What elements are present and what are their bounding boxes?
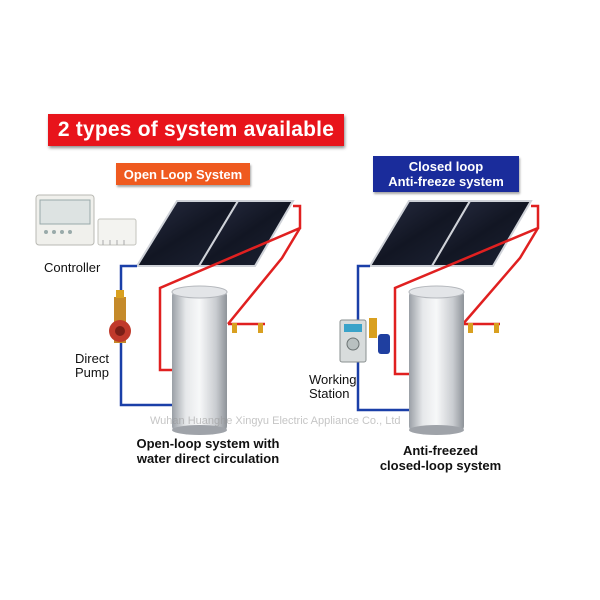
open-loop-caption-line1: Open-loop system with bbox=[136, 436, 280, 451]
pump-label-line1: Direct bbox=[75, 351, 109, 366]
controller-label: Controller bbox=[44, 260, 101, 275]
open-loop-label: Open Loop System bbox=[116, 163, 250, 185]
closed-loop-caption-line2: closed-loop system bbox=[379, 458, 502, 473]
system-types-banner: 2 types of system available bbox=[48, 114, 344, 146]
open-loop-caption: Open-loop system with water direct circu… bbox=[128, 436, 288, 466]
closed-loop-caption: Anti-freezed closed-loop system bbox=[368, 443, 513, 473]
closed-loop-label: Closed loop Anti-freeze system bbox=[373, 156, 519, 192]
station-label: Working Station bbox=[309, 373, 356, 401]
closed-loop-caption-line1: Anti-freezed bbox=[402, 443, 479, 458]
station-label-line1: Working bbox=[309, 372, 357, 387]
faucets-left bbox=[232, 323, 263, 333]
controller-box bbox=[97, 218, 137, 246]
water-tank-left bbox=[171, 285, 228, 435]
closed-loop-label-line1: Closed loop bbox=[408, 159, 484, 174]
solar-panels-left bbox=[135, 200, 295, 267]
station-label-line2: Station bbox=[309, 386, 350, 401]
solar-panels-right bbox=[368, 200, 533, 267]
controller-unit bbox=[35, 194, 95, 246]
closed-loop-label-line2: Anti-freeze system bbox=[388, 174, 504, 189]
open-loop-caption-line2: water direct circulation bbox=[136, 451, 280, 466]
working-station bbox=[339, 318, 390, 363]
pump-label: Direct Pump bbox=[75, 352, 109, 380]
direct-pump bbox=[109, 290, 131, 343]
faucets-right bbox=[468, 323, 499, 333]
pump-label-line2: Pump bbox=[75, 365, 109, 380]
water-tank-right bbox=[408, 285, 465, 435]
watermark: Wuhan Huanghe Xingyu Electric Appliance … bbox=[150, 415, 401, 427]
